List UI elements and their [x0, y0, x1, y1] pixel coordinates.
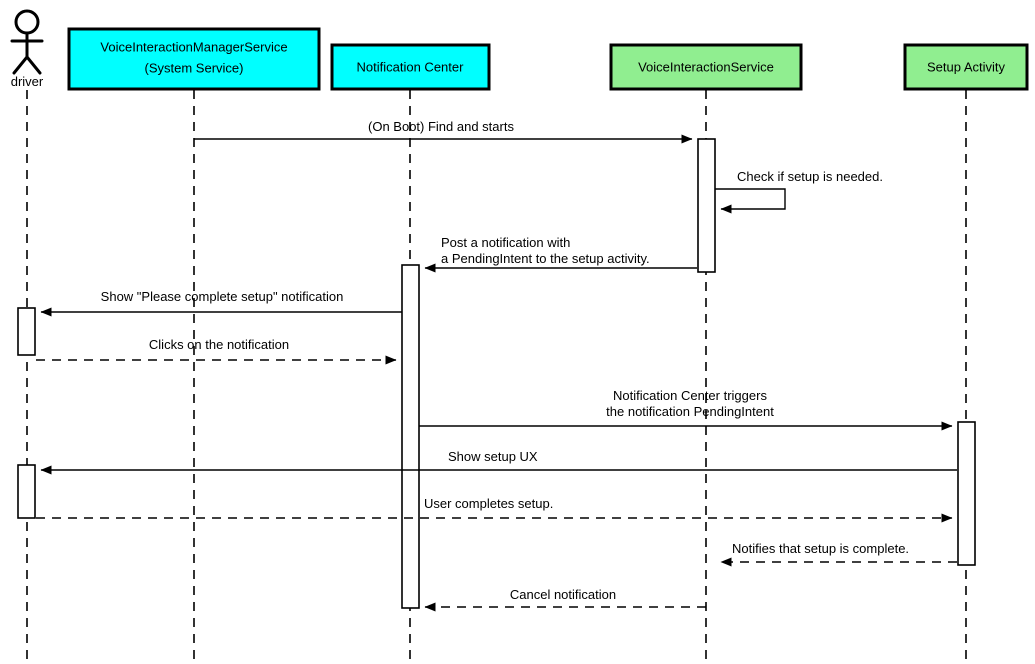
actor-leg-left-icon [12, 55, 29, 75]
message-trigger-pendingintent[interactable]: Notification Center triggers the notific… [419, 388, 953, 431]
participant-box-setup-activity[interactable]: Setup Activity [903, 43, 1029, 91]
actor-leg-right-icon [25, 55, 42, 75]
activation-bar-driver-1 [17, 307, 36, 356]
message-post-notification[interactable]: Post a notification with a PendingIntent… [424, 235, 697, 273]
activation-bar-driver-2 [17, 464, 36, 519]
participant-box-vis[interactable]: VoiceInteractionService [609, 43, 803, 91]
message-label-user-completes-setup: User completes setup. [424, 496, 553, 511]
message-label-cancel-notification: Cancel notification [510, 587, 616, 602]
message-notifies-setup-complete[interactable]: Notifies that setup is complete. [720, 541, 957, 567]
message-cancel-notification[interactable]: Cancel notification [424, 587, 706, 612]
participant-box-rect-setup-activity [903, 43, 1029, 91]
participant-label-vims-line2: (System Service) [145, 60, 244, 75]
activation-bar-notification-center-1 [401, 264, 420, 609]
message-label-notifies-setup-complete: Notifies that setup is complete. [732, 541, 909, 556]
message-label-show-notification: Show "Please complete setup" notificatio… [101, 289, 344, 304]
message-label-trigger-pendingintent-line2: the notification PendingIntent [606, 404, 774, 419]
message-click-notification[interactable]: Clicks on the notification [36, 337, 397, 365]
participant-label-setup-activity: Setup Activity [927, 59, 1006, 74]
activation-bars-group [17, 138, 976, 609]
participant-label-vis: VoiceInteractionService [638, 59, 774, 74]
activation-bar-setup-activity-1 [957, 421, 976, 566]
participant-label-vims-line1: VoiceInteractionManagerService [100, 39, 287, 54]
message-label-click-notification: Clicks on the notification [149, 337, 289, 352]
message-show-notification[interactable]: Show "Please complete setup" notificatio… [40, 289, 402, 317]
participant-box-vims[interactable]: VoiceInteractionManagerService (System S… [67, 27, 321, 91]
message-check-setup[interactable]: Check if setup is needed. [715, 169, 883, 214]
message-on-boot[interactable]: (On Boot) Find and starts [194, 119, 693, 144]
participant-box-rect-vis [609, 43, 803, 91]
message-label-check-setup: Check if setup is needed. [737, 169, 883, 184]
message-show-setup-ux[interactable]: Show setup UX [40, 449, 957, 475]
message-label-show-setup-ux: Show setup UX [448, 449, 538, 464]
actor-head-icon [14, 9, 40, 35]
participant-label-driver: driver [11, 74, 44, 89]
participant-box-rect-vims [67, 27, 321, 91]
message-label-post-notification-line1: Post a notification with [441, 235, 570, 250]
participant-actor-driver[interactable]: driver [10, 9, 44, 89]
participant-box-rect-notification-center [330, 43, 491, 91]
message-label-on-boot: (On Boot) Find and starts [368, 119, 514, 134]
message-user-completes-setup[interactable]: User completes setup. [36, 496, 953, 523]
participant-label-notification-center: Notification Center [357, 59, 465, 74]
activation-bar-vis-1 [697, 138, 716, 273]
message-label-post-notification-line2: a PendingIntent to the setup activity. [441, 251, 650, 266]
message-arrow-check-setup [715, 188, 786, 214]
participant-box-notification-center[interactable]: Notification Center [330, 43, 491, 91]
message-label-trigger-pendingintent-line1: Notification Center triggers [613, 388, 767, 403]
